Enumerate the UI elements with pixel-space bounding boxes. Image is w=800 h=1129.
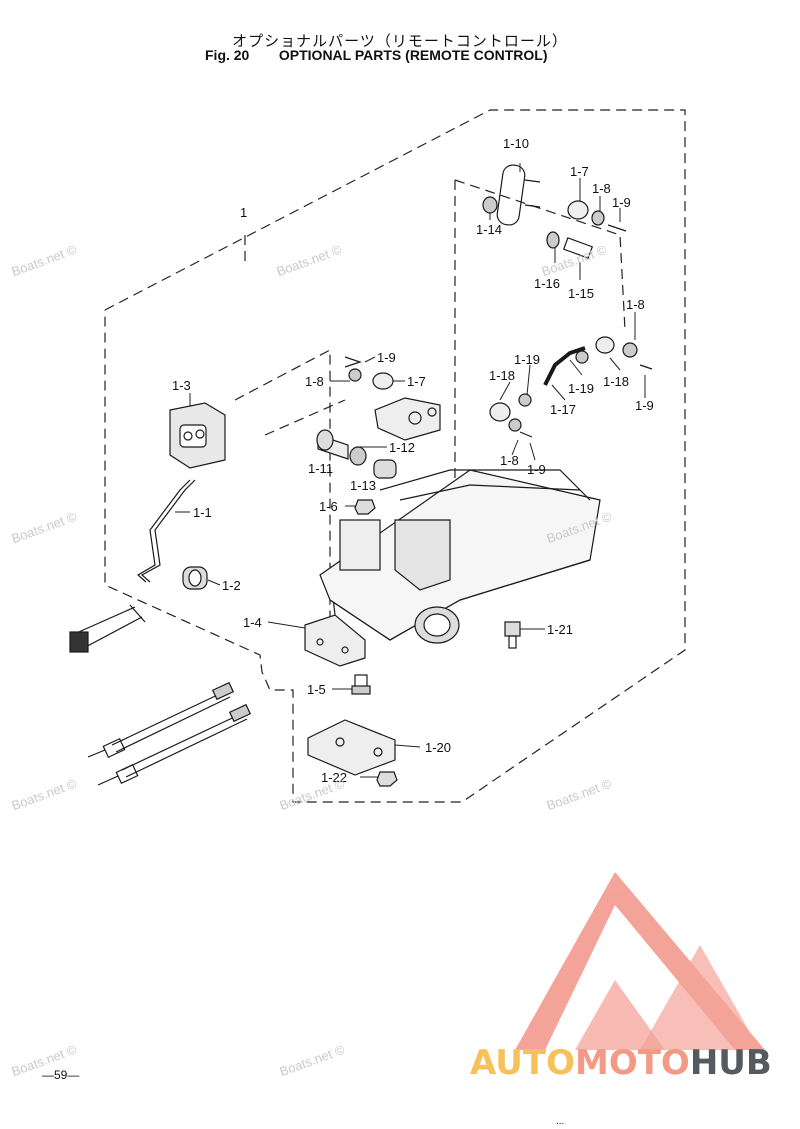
bolt-part-1-15 <box>562 237 594 259</box>
rod-part-1-1 <box>69 479 196 653</box>
control-cables <box>87 681 252 786</box>
label-1-13: 1-13 <box>350 478 377 493</box>
logo-mark <box>515 872 765 1050</box>
link-part-1-10 <box>496 164 541 226</box>
label-1-9-middle: 1-9 <box>527 462 546 477</box>
label-1-9-left: 1-9 <box>377 350 396 365</box>
label-1-8-right: 1-8 <box>626 297 645 312</box>
components <box>69 164 653 787</box>
label-1-8-middle: 1-8 <box>500 453 519 468</box>
washer-part-1-16 <box>546 231 560 249</box>
label-1-3: 1-3 <box>172 378 191 393</box>
label-1: 1 <box>240 205 248 220</box>
figure-caption: OPTIONAL PARTS (REMOTE CONTROL) <box>278 47 548 63</box>
label-1-19-left: 1-19 <box>514 352 541 367</box>
grommet-part-1-2 <box>182 566 208 590</box>
nut-part-1-22 <box>376 771 398 787</box>
plate-part-1-3 <box>169 402 226 469</box>
label-1-9-right: 1-9 <box>635 398 654 413</box>
label-1-4: 1-4 <box>243 615 262 630</box>
label-1-1: 1-1 <box>193 505 212 520</box>
logo-part-hub: HUB <box>689 1043 772 1083</box>
throttle-lever <box>374 397 441 441</box>
label-1-10: 1-10 <box>503 136 530 151</box>
rod-part-1-17 <box>543 346 586 386</box>
figure-number: Fig. 20 <box>205 47 250 63</box>
automotohub-logo: AUTOMOTOHUB <box>470 1043 772 1083</box>
bolt-part-1-21 <box>504 621 521 649</box>
label-1-14: 1-14 <box>476 222 503 237</box>
joint-group-left <box>344 356 394 390</box>
main-frame <box>319 469 601 644</box>
label-1-6: 1-6 <box>319 499 338 514</box>
label-1-21: 1-21 <box>547 622 574 637</box>
logo-part-moto: MOTO <box>574 1043 690 1083</box>
nut-part-1-6 <box>354 499 376 515</box>
label-1-22: 1-22 <box>321 770 348 785</box>
label-1-7-top: 1-7 <box>570 164 589 179</box>
label-1-7-left: 1-7 <box>407 374 426 389</box>
label-1-9-top: 1-9 <box>612 195 631 210</box>
label-1-8-left: 1-8 <box>305 374 324 389</box>
footer-mark: ... <box>556 1116 565 1127</box>
label-1-5: 1-5 <box>307 682 326 697</box>
page-number: —59— <box>42 1068 80 1082</box>
label-1-18-right: 1-18 <box>603 374 630 389</box>
joint-group-middle <box>489 393 533 438</box>
pin-group <box>316 429 397 479</box>
label-1-2: 1-2 <box>222 578 241 593</box>
label-1-20: 1-20 <box>425 740 452 755</box>
logo-part-auto: AUTO <box>470 1043 575 1083</box>
label-1-17: 1-17 <box>550 402 577 417</box>
joint-group-top <box>567 200 627 232</box>
joint-group-right <box>575 336 653 370</box>
bolt-part-1-5 <box>351 674 371 695</box>
bracket-part-1-4 <box>304 569 366 667</box>
label-1-11: 1-11 <box>308 461 334 476</box>
label-1-19-right: 1-19 <box>568 381 595 396</box>
washer-part-1-14 <box>482 196 498 214</box>
label-1-8-top: 1-8 <box>592 181 611 196</box>
label-1-18-left: 1-18 <box>489 368 516 383</box>
label-1-15: 1-15 <box>568 286 595 301</box>
label-1-12: 1-12 <box>389 440 416 455</box>
label-1-16: 1-16 <box>534 276 561 291</box>
assembly-outline <box>104 109 686 803</box>
figure-title: Fig. 20 OPTIONAL PARTS (REMOTE CONTROL) <box>205 47 547 63</box>
title-japanese: オプショナルパーツ（リモートコントロール） <box>232 32 568 50</box>
plate-part-1-20 <box>307 719 396 776</box>
